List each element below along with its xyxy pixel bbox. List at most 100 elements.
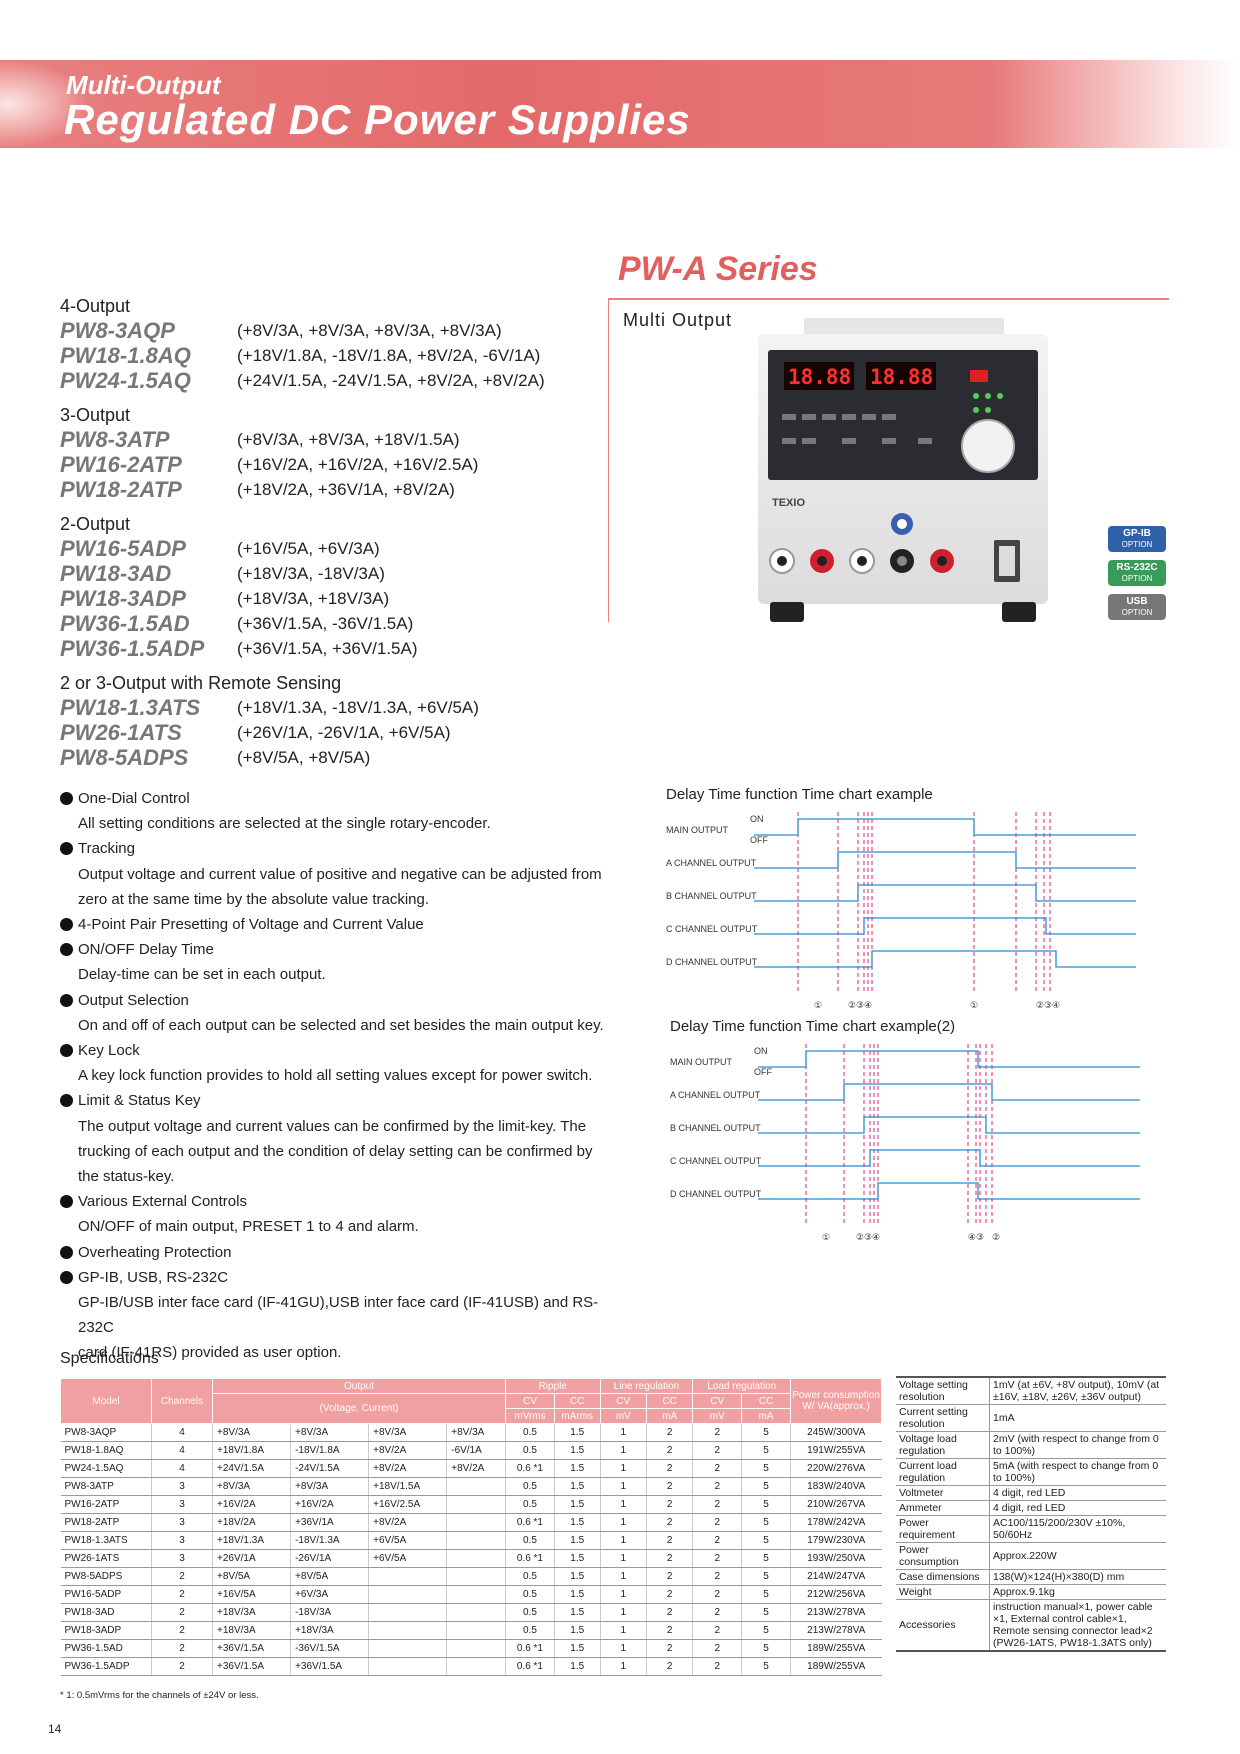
table-cell: 0.5 [504,1441,555,1460]
table-cell: 1.5 [553,1549,600,1568]
feature-title: Key Lock [58,1038,618,1063]
table-cell: 2 [151,1657,213,1676]
badge-label: USB [1126,596,1148,607]
table-cell: 245W/300VA [790,1423,882,1442]
table-cell: 5 [741,1621,791,1640]
channel-waveform [758,1083,1140,1101]
table-cell: 189W/255VA [790,1657,882,1676]
timing-chart-2-title: Delay Time function Time chart example(2… [670,1018,956,1035]
unit-mv: mV [599,1408,647,1424]
feature-description: The output voltage and current values ca… [78,1117,587,1135]
table-cell: 212W/256VA [790,1585,882,1604]
channel-waveform [754,851,1136,869]
display-a-readout: 18.88 [788,365,851,389]
table-cell: 3 [151,1477,213,1496]
table-cell: 2 [692,1495,742,1514]
table-cell: 2 [692,1657,742,1676]
table-cell: +18V/2A [211,1513,291,1532]
spec-value: 1mV (at ±6V, +8V output), 10mV (at ±16V,… [989,1376,1166,1405]
model-group-label: 4-Output [60,296,131,316]
model-spec: (+36V/1.5A, +36V/1.5A) [237,638,418,658]
channel-label: B CHANNEL OUTPUT [670,1123,761,1133]
table-cell: -18V/1.3A [290,1531,369,1550]
table-cell: 0.5 [504,1603,555,1622]
off-label: OFF [754,1067,772,1077]
table-cell [446,1549,506,1568]
model-row: PW18-3ADP(+18V/3A, +18V/3A) [60,586,620,611]
spec-value: instruction manual×1, power cable ×1, Ex… [989,1599,1166,1652]
table-cell: 5 [741,1657,791,1676]
table-cell: 5 [741,1639,791,1658]
table-cell: 0.6 *1 [504,1657,555,1676]
table-cell: 1 [599,1423,647,1442]
model-name: PW16-2ATP [60,451,182,477]
feature-title: Limit & Status Key [58,1088,618,1113]
model-group-label: 2 or 3-Output with Remote Sensing [60,673,342,693]
table-cell [446,1639,506,1658]
model-row: PW18-1.8AQ(+18V/1.8A, -18V/1.8A, +8V/2A,… [60,343,620,368]
unit-mvrms: mVrms [504,1408,555,1424]
table-cell: 3 [151,1531,213,1550]
table-cell [368,1639,447,1658]
table-cell: 2 [151,1603,213,1622]
table-cell: 1 [599,1657,647,1676]
banner-subtitle: Multi-Output [66,70,221,100]
table-cell: 193W/250VA [790,1549,882,1568]
table-cell: 1 [599,1567,647,1586]
badge-label: RS-232C [1116,562,1158,573]
table-cell: +26V/1A [211,1549,291,1568]
table-cell [368,1585,447,1604]
spec-key: Current setting resolution [896,1404,990,1432]
sequence-marker: ②③④ [856,1233,880,1243]
table-cell: 183W/240VA [790,1477,882,1496]
model-row: PW26-1ATS(+26V/1A, -26V/1A, +6V/5A) [60,720,620,745]
table-cell: +18V/3A [290,1621,369,1640]
series-box: Multi Output [608,298,1169,622]
model-name: PW16-5ADP [60,535,186,561]
table-cell: PW18-1.3ATS [60,1531,152,1550]
table-cell [446,1531,506,1550]
feature-title: One-Dial Control [58,786,618,811]
display-v-readout: 18.88 [870,365,933,389]
table-cell [446,1513,506,1532]
table-cell: 2 [645,1477,693,1496]
spec-key: Power requirement [896,1515,990,1543]
channel-label: A CHANNEL OUTPUT [666,858,757,868]
table-cell: +24V/1.5A [211,1459,291,1478]
channel-label: C CHANNEL OUTPUT [670,1156,762,1166]
table-cell: 1 [599,1639,647,1658]
table-cell: +18V/1.3A [211,1531,291,1550]
table-cell: +8V/3A [446,1423,506,1442]
table-cell: 2 [692,1603,742,1622]
table-cell: +8V/3A [211,1423,291,1442]
table-cell: PW24-1.5AQ [60,1459,152,1478]
col-ripple: Ripple [504,1378,601,1394]
table-cell: 2 [692,1567,742,1586]
feature-title: Output Selection [58,988,618,1013]
feature-description: zero at the same time by the absolute va… [78,890,430,908]
table-cell: PW16-2ATP [60,1495,152,1514]
channel-waveform [758,1116,1140,1134]
table-cell: +36V/1A [290,1513,369,1532]
channel-label: A CHANNEL OUTPUT [670,1090,761,1100]
spec-value: AC100/115/200/230V ±10%, 50/60Hz [989,1515,1166,1543]
col-load-regulation: Load regulation [692,1378,791,1394]
model-spec: (+8V/3A, +8V/3A, +8V/3A, +8V/3A) [237,320,502,340]
model-group-label: 2-Output [60,514,131,534]
model-name: PW26-1ATS [60,719,182,745]
table-cell [446,1657,506,1676]
table-cell: 1 [599,1621,647,1640]
unit-ma: mA [645,1408,694,1424]
table-cell: 1.5 [553,1603,600,1622]
specifications-title: Specifications [60,1350,159,1367]
spec-key: Ammeter [896,1500,990,1516]
spec-key: Voltmeter [896,1485,990,1501]
model-spec: (+8V/5A, +8V/5A) [237,747,371,767]
